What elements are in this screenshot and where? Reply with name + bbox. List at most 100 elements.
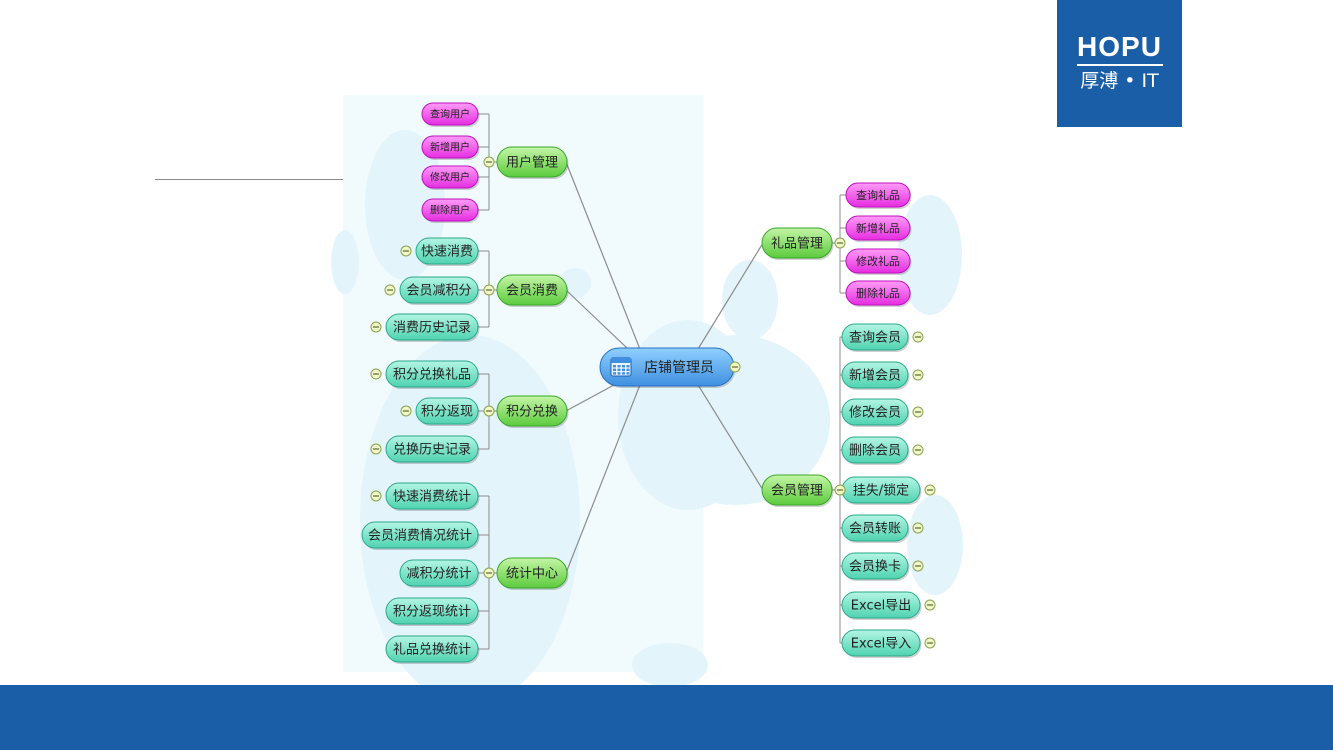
leaf-node-5-5-label: 会员转账	[849, 522, 901, 537]
leaf-node-3-4-label: 礼品兑换统计	[393, 642, 471, 658]
leaf-node-0-2[interactable]: 修改用户	[421, 165, 480, 190]
branch-node-5-label: 会员管理	[771, 484, 823, 499]
logo-subtitle: 厚溥 • IT	[1080, 70, 1159, 92]
leaf-node-5-5[interactable]: 会员转账	[841, 514, 910, 543]
leaf-node-5-8[interactable]: Excel导入	[841, 629, 922, 658]
leaf-node-5-1[interactable]: 新增会员	[841, 361, 910, 390]
leaf-node-0-3-label: 删除用户	[430, 204, 470, 217]
leaf-node-0-3[interactable]: 删除用户	[421, 198, 480, 223]
leaf-node-5-3-label: 删除会员	[849, 444, 901, 459]
branch-node-1[interactable]: 会员消费	[496, 274, 569, 307]
leaf-node-1-2-label: 消费历史记录	[393, 321, 471, 336]
branch-node-2-label: 积分兑换	[506, 405, 558, 420]
leaf-node-1-0-label: 快速消费	[421, 245, 473, 260]
leaf-node-2-1-label: 积分返现	[421, 405, 473, 420]
branch-node-4-label: 礼品管理	[771, 236, 823, 252]
branch-collapse-2[interactable]	[483, 405, 495, 417]
leaf-node-5-2-label: 修改会员	[849, 406, 901, 421]
leaf-node-3-2-label: 减积分统计	[406, 567, 471, 582]
leaf-node-0-0-label: 查询用户	[430, 108, 470, 121]
leaf-node-4-0-label: 查询礼品	[856, 188, 900, 202]
collapse-toggle-5-3[interactable]	[912, 444, 924, 456]
leaf-node-5-0[interactable]: 查询会员	[841, 323, 910, 352]
branch-node-2[interactable]: 积分兑换	[496, 395, 569, 428]
hopu-logo: HOPU 厚溥 • IT	[1057, 0, 1182, 127]
leaf-node-2-2[interactable]: 兑换历史记录	[385, 435, 480, 464]
collapse-toggle-5-6[interactable]	[912, 560, 924, 572]
leaf-node-3-2[interactable]: 减积分统计	[399, 559, 480, 588]
leaf-node-3-1-label: 会员消费情况统计	[368, 529, 472, 544]
leaf-node-5-0-label: 查询会员	[849, 331, 901, 346]
branch-collapse-5[interactable]	[834, 484, 846, 496]
leaf-node-2-0[interactable]: 积分兑换礼品	[385, 360, 480, 389]
leaf-node-4-1-label: 新增礼品	[856, 221, 900, 235]
root-collapse-toggle[interactable]	[729, 361, 741, 373]
collapse-toggle-1-2[interactable]	[370, 321, 382, 333]
leaf-node-5-7-label: Excel导出	[851, 599, 911, 614]
collapse-toggle-1-0[interactable]	[400, 245, 412, 257]
title-underline	[155, 179, 343, 180]
collapse-toggle-5-1[interactable]	[912, 369, 924, 381]
collapse-toggle-5-7[interactable]	[924, 599, 936, 611]
leaf-node-2-1[interactable]: 积分返现	[415, 397, 480, 426]
logo-brand: HOPU	[1077, 31, 1162, 62]
collapse-toggle-2-1[interactable]	[400, 405, 412, 417]
leaf-node-1-0[interactable]: 快速消费	[415, 237, 480, 266]
leaf-node-3-4[interactable]: 礼品兑换统计	[385, 635, 480, 664]
branch-collapse-3[interactable]	[483, 567, 495, 579]
collapse-toggle-5-4[interactable]	[924, 484, 936, 496]
leaf-node-5-8-label: Excel导入	[851, 637, 911, 652]
leaf-node-5-4[interactable]: 挂失/锁定	[841, 476, 922, 505]
leaf-node-1-2[interactable]: 消费历史记录	[385, 313, 480, 342]
collapse-toggle-2-0[interactable]	[370, 368, 382, 380]
leaf-node-4-0[interactable]: 查询礼品	[845, 182, 912, 209]
leaf-node-3-0-label: 快速消费统计	[393, 490, 471, 505]
leaf-node-5-3[interactable]: 删除会员	[841, 436, 910, 465]
leaf-node-5-6[interactable]: 会员换卡	[841, 552, 910, 581]
leaf-node-2-2-label: 兑换历史记录	[393, 443, 471, 458]
collapse-toggle-5-0[interactable]	[912, 331, 924, 343]
collapse-toggle-1-1[interactable]	[384, 284, 396, 296]
root-node[interactable]: 店铺管理员	[599, 347, 736, 388]
leaf-node-4-2[interactable]: 修改礼品	[845, 248, 912, 275]
leaf-node-5-6-label: 会员换卡	[849, 560, 901, 575]
leaf-node-5-4-label: 挂失/锁定	[853, 483, 909, 499]
collapse-toggle-3-0[interactable]	[370, 490, 382, 502]
leaf-node-5-1-label: 新增会员	[849, 368, 901, 384]
collapse-toggle-2-2[interactable]	[370, 443, 382, 455]
leaf-node-4-2-label: 修改礼品	[856, 254, 900, 268]
logo-divider	[1076, 64, 1163, 66]
leaf-node-1-1[interactable]: 会员减积分	[399, 276, 480, 305]
calendar-icon	[610, 357, 632, 377]
branch-node-5[interactable]: 会员管理	[761, 474, 834, 507]
branch-node-3[interactable]: 统计中心	[496, 557, 569, 590]
root-node-label: 店铺管理员	[644, 360, 714, 376]
collapse-toggle-5-2[interactable]	[912, 406, 924, 418]
branch-collapse-4[interactable]	[834, 237, 846, 249]
leaf-node-3-0[interactable]: 快速消费统计	[385, 482, 480, 511]
collapse-toggle-5-5[interactable]	[912, 522, 924, 534]
leaf-node-0-1-label: 新增用户	[430, 141, 470, 154]
leaf-node-4-3-label: 删除礼品	[856, 286, 900, 300]
leaf-node-4-1[interactable]: 新增礼品	[845, 215, 912, 242]
branch-node-1-label: 会员消费	[506, 284, 558, 299]
leaf-node-0-1[interactable]: 新增用户	[421, 135, 480, 160]
leaf-node-2-0-label: 积分兑换礼品	[393, 367, 471, 383]
collapse-toggle-5-8[interactable]	[924, 637, 936, 649]
leaf-node-5-7[interactable]: Excel导出	[841, 591, 922, 620]
leaf-node-4-3[interactable]: 删除礼品	[845, 280, 912, 307]
leaf-node-3-3-label: 积分返现统计	[393, 605, 471, 620]
branch-collapse-1[interactable]	[483, 284, 495, 296]
leaf-node-1-1-label: 会员减积分	[406, 284, 471, 299]
branch-collapse-0[interactable]	[483, 156, 495, 168]
branch-node-0[interactable]: 用户管理	[496, 146, 569, 179]
branch-node-4[interactable]: 礼品管理	[761, 227, 834, 260]
footer-bar	[0, 685, 1333, 750]
leaf-node-5-2[interactable]: 修改会员	[841, 398, 910, 427]
branch-node-3-label: 统计中心	[506, 567, 558, 582]
leaf-node-3-1[interactable]: 会员消费情况统计	[361, 521, 480, 550]
leaf-node-0-2-label: 修改用户	[430, 171, 470, 184]
leaf-node-0-0[interactable]: 查询用户	[421, 102, 480, 127]
leaf-node-3-3[interactable]: 积分返现统计	[385, 597, 480, 626]
